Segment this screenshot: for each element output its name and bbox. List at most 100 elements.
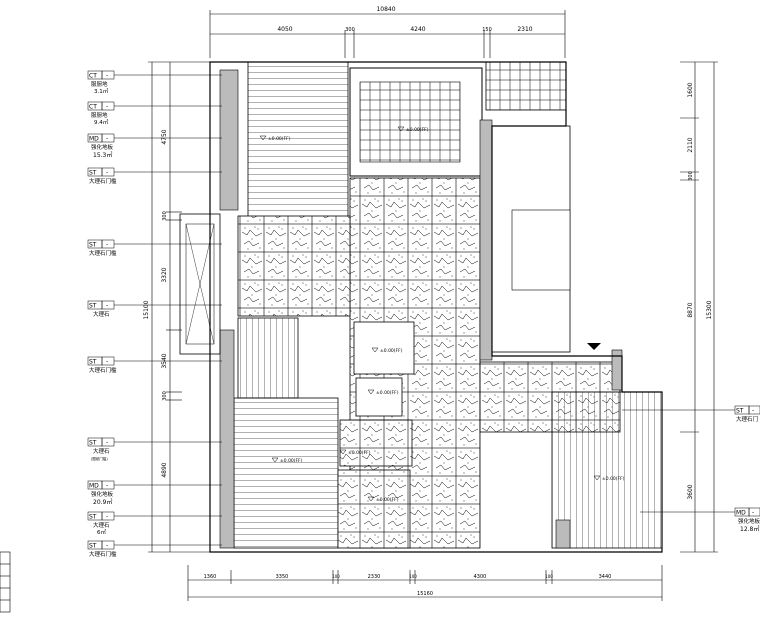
- material-dash: -: [106, 136, 108, 143]
- plan-outline: [209, 61, 663, 553]
- dim-top-segment: 300: [345, 27, 355, 33]
- material-code: ST: [89, 514, 97, 521]
- dim-left-segment: 4890: [161, 462, 168, 477]
- material-code: ST: [89, 242, 97, 249]
- material-code: ST: [89, 170, 97, 177]
- material-dash: -: [106, 483, 108, 490]
- dim-bottom-segment: 100: [545, 574, 553, 579]
- dim-right-overall: 15300: [706, 300, 713, 319]
- material-name: 大理石门槛: [89, 366, 117, 374]
- material-dash: -: [106, 242, 108, 249]
- material-tag: ST - 大理石门槛: [87, 540, 222, 558]
- wall: [219, 69, 239, 211]
- dim-bottom-segment: 100: [332, 574, 340, 579]
- dim-bottom-segment: 2330: [368, 574, 381, 580]
- dim-bottom-segment: 3350: [276, 574, 289, 580]
- bedroom-bottom-right: [551, 391, 663, 549]
- material-area: 3.1㎡: [94, 87, 109, 95]
- material-area: 6㎡: [97, 528, 106, 536]
- plan-body: [179, 61, 663, 553]
- material-tag: ST - 大理石门槛: [87, 356, 222, 374]
- column: [555, 519, 571, 549]
- material-name: 大理石门槛: [89, 177, 117, 185]
- dim-bottom-segment: 100: [409, 574, 417, 579]
- level-marker: ±0.00(FF): [367, 496, 399, 503]
- material-area: 9.4㎡: [94, 118, 109, 126]
- dim-top-segment: 4050: [277, 26, 292, 33]
- dim-left-segment: 3320: [161, 267, 168, 282]
- level-marker: ±0.00(FF): [339, 449, 371, 456]
- material-tag: ST - 大理石门槛: [87, 239, 222, 257]
- material-name: 大理石门: [736, 415, 758, 423]
- level-marker-label: ±0.00(FF): [280, 458, 303, 464]
- level-marker-label: ±0.00(FF): [380, 348, 403, 354]
- level-marker: ±0.00(FF): [367, 389, 399, 396]
- level-marker-label: ±0.00(FF): [268, 136, 291, 142]
- material-name: 强化地板: [738, 517, 760, 525]
- material-code: CT: [89, 73, 97, 80]
- material-name: 大理石门槛: [89, 249, 117, 257]
- material-dash: -: [106, 73, 108, 80]
- study: [237, 317, 299, 399]
- dim-top-segment: 4240: [410, 26, 425, 33]
- material-dash: -: [752, 510, 754, 517]
- material-name: 强化地板: [91, 490, 114, 498]
- level-marker-label: ±0.00(FF): [376, 390, 399, 396]
- kitchen-floor: [359, 81, 461, 163]
- level-marker-label: ±0.00(FF): [348, 450, 371, 456]
- material-name: 大理石: [93, 447, 110, 455]
- material-code: ST: [89, 440, 97, 447]
- material-tag: ST - 大理石 (图纸门槛): [87, 437, 222, 461]
- left-material-tags: CT - 服厨地 3.1㎡ CT - 服厨地 9.4㎡ MD - 强化地板 15…: [87, 70, 222, 558]
- wall: [479, 119, 493, 361]
- hall-marble: [237, 215, 351, 317]
- dim-bottom-segment: 4300: [474, 574, 487, 580]
- level-marker-label: ±0.00(FF): [406, 127, 429, 133]
- material-tag: MD - 强化地板 12.8㎡: [640, 507, 760, 533]
- material-dash: -: [106, 170, 108, 177]
- level-marker-label: ±0.00(FF): [376, 497, 399, 503]
- material-tag: ST - 大理石: [87, 300, 222, 318]
- material-tag: ST - 大理石 6㎡: [87, 511, 222, 536]
- material-tag: MD - 强化地板 20.9㎡: [87, 480, 222, 506]
- material-tag: CT - 服厨地 9.4㎡: [87, 101, 222, 126]
- level-marker: ±0.00(FF): [271, 457, 303, 464]
- toilet-room: [353, 321, 415, 375]
- bottom-dimension-chain: [187, 565, 663, 601]
- dim-bottom-segment: 3440: [599, 574, 612, 580]
- level-marker: ±0.00(FF): [593, 475, 625, 482]
- material-area: 12.8㎡: [740, 525, 759, 533]
- material-tag: MD - 强化地板 15.3㎡: [87, 133, 222, 159]
- dim-bottom-overall: 15160: [417, 591, 433, 597]
- level-marker: ±0.00(FF): [371, 347, 403, 354]
- material-tag: CT - 服厨地 3.1㎡: [87, 70, 222, 95]
- bedroom-bottom-left: [233, 397, 339, 549]
- right-material-tags: ST - 大理石门 MD - 强化地板 12.8㎡: [622, 405, 760, 533]
- section-arrow-icon: [587, 343, 601, 350]
- material-dash: -: [106, 303, 108, 310]
- bathroom-marble: [337, 469, 411, 549]
- material-code: MD: [89, 483, 99, 490]
- material-dash: -: [106, 359, 108, 366]
- dim-left-overall: 15100: [143, 300, 150, 319]
- level-marker: ±0.00(FF): [259, 135, 291, 142]
- material-name: 服厨地: [91, 80, 108, 88]
- legend-box-partial: [0, 551, 11, 613]
- dim-left-segment: 300: [162, 211, 168, 221]
- dim-top-segment: 2310: [517, 26, 532, 33]
- dim-right-segment: 1600: [687, 82, 694, 97]
- material-code: ST: [89, 359, 97, 366]
- material-tag: ST - 大理石门槛: [87, 167, 222, 185]
- material-code: MD: [736, 510, 746, 517]
- material-name: 大理石门槛: [89, 550, 117, 558]
- dim-right-segment: 300: [688, 171, 694, 181]
- material-dash: -: [106, 543, 108, 550]
- material-dash: -: [752, 408, 754, 415]
- dim-right-segment: 2110: [687, 137, 694, 152]
- bedroom-top-left: [247, 61, 349, 231]
- wc-room: [355, 377, 403, 417]
- material-name: 强化地板: [91, 143, 114, 151]
- material-dash: -: [106, 440, 108, 447]
- level-marker: ±0.00(FF): [397, 126, 429, 133]
